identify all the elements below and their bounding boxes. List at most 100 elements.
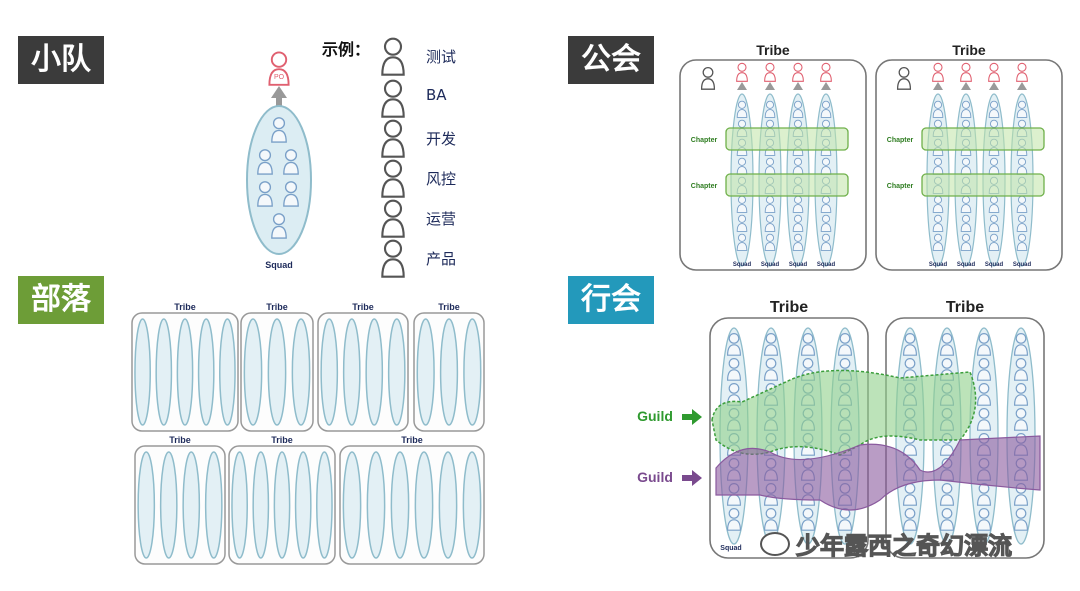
squad-oval (463, 318, 482, 426)
squad-oval (159, 451, 178, 559)
squad-caption: Squad (1013, 262, 1032, 268)
squad-oval (137, 451, 156, 559)
up-arrow-icon (821, 82, 831, 90)
squad-oval (204, 451, 223, 559)
chapter-band (725, 127, 849, 151)
chapter-band (725, 173, 849, 197)
squad-caption: Squad (817, 262, 836, 268)
squad-oval (231, 451, 248, 559)
legend-title: 示例： (322, 40, 371, 59)
developer-icon (381, 119, 405, 158)
squad-oval (267, 318, 287, 426)
guild-purple-area (715, 435, 1041, 511)
up-arrow-icon (271, 86, 287, 108)
chapter-label: 公会 (568, 36, 654, 84)
squad-oval (273, 451, 291, 559)
tribe-title: Tribe (169, 435, 191, 445)
squad-oval (291, 318, 311, 426)
tribe-box (339, 445, 485, 565)
up-arrow-icon (1017, 82, 1027, 90)
legend-item-risk: 风控 (426, 170, 457, 188)
squad-caption: Squad (733, 262, 752, 268)
chapter-band (921, 127, 1045, 151)
squad-oval (316, 451, 333, 559)
up-arrow-icon (961, 82, 971, 90)
legend-item-ops: 运营 (426, 210, 457, 228)
tribe-title: Tribe (401, 435, 423, 445)
chapter-label: Chapter (691, 183, 718, 190)
squad-oval (365, 318, 384, 426)
tribe-label: 部落 (18, 276, 104, 324)
squad-caption: Squad (957, 262, 976, 268)
right-arrow-icon (682, 409, 702, 425)
guild-tribe-title: Tribe (770, 299, 808, 316)
up-arrow-icon (989, 82, 999, 90)
wechat-icon (760, 531, 790, 556)
squad-caption: Squad (761, 262, 780, 268)
squad-oval (439, 318, 459, 426)
guild-label-green: Guild (637, 408, 673, 424)
chapter-tribe-title: Tribe (952, 42, 986, 58)
squad-oval (134, 318, 151, 426)
squad-caption: Squad (720, 545, 741, 552)
squad-oval (182, 451, 201, 559)
watermark-text: 少年露西之奇幻漂流 (796, 532, 1013, 561)
squad-oval (342, 451, 362, 559)
squad-caption: Squad (789, 262, 808, 268)
tester-icon (381, 37, 405, 76)
up-arrow-icon (737, 82, 747, 90)
chapter-label: Chapter (691, 137, 718, 144)
guild-label: 行会 (568, 276, 654, 324)
ba-icon (381, 79, 405, 118)
squad-oval (176, 318, 194, 426)
squad-oval (414, 451, 434, 559)
squad-caption: Squad (929, 262, 948, 268)
risk-control-icon (381, 159, 405, 198)
squad-oval (320, 318, 339, 426)
operations-icon (381, 199, 405, 238)
squad-label: 小队 (18, 36, 104, 84)
chapter-label: Chapter (887, 183, 914, 190)
squad-oval (219, 318, 236, 426)
watermark: 少年露西之奇幻漂流 (760, 526, 1013, 561)
legend-item-dev: 开发 (426, 130, 457, 148)
squad-diagram: PO Squad (246, 51, 312, 270)
product-icon (381, 239, 405, 278)
squad-oval (387, 318, 406, 426)
squad-oval (155, 318, 173, 426)
squad-oval (246, 105, 312, 255)
chapter-band (921, 173, 1045, 197)
tribe-title: Tribe (271, 435, 293, 445)
squad-caption: Squad (265, 260, 293, 270)
chapter-label: Chapter (887, 137, 914, 144)
up-arrow-icon (765, 82, 775, 90)
tribe-title: Tribe (266, 302, 288, 312)
tribe-box (134, 445, 226, 565)
squad-caption: Squad (985, 262, 1004, 268)
squad-oval (462, 451, 482, 559)
legend-item-testing: 测试 (426, 48, 457, 66)
tribe-title: Tribe (174, 302, 196, 312)
squad-oval (416, 318, 435, 426)
tribe-title: Tribe (438, 302, 460, 312)
right-arrow-icon (682, 470, 702, 486)
guild-label-purple: Guild (637, 469, 673, 485)
squad-oval (243, 318, 263, 426)
up-arrow-icon (933, 82, 943, 90)
tribe-box (317, 312, 409, 432)
up-arrow-icon (793, 82, 803, 90)
chapter-tribe-title: Tribe (756, 42, 790, 58)
squad-oval (197, 318, 215, 426)
squad-oval (342, 318, 361, 426)
squad-oval (438, 451, 458, 559)
legend-icons (381, 37, 405, 278)
po-text: PO (274, 74, 285, 81)
legend-item-ba: BA (426, 86, 447, 104)
squad-oval (294, 451, 312, 559)
legend-item-product: 产品 (426, 250, 457, 268)
tribe-title: Tribe (352, 302, 374, 312)
